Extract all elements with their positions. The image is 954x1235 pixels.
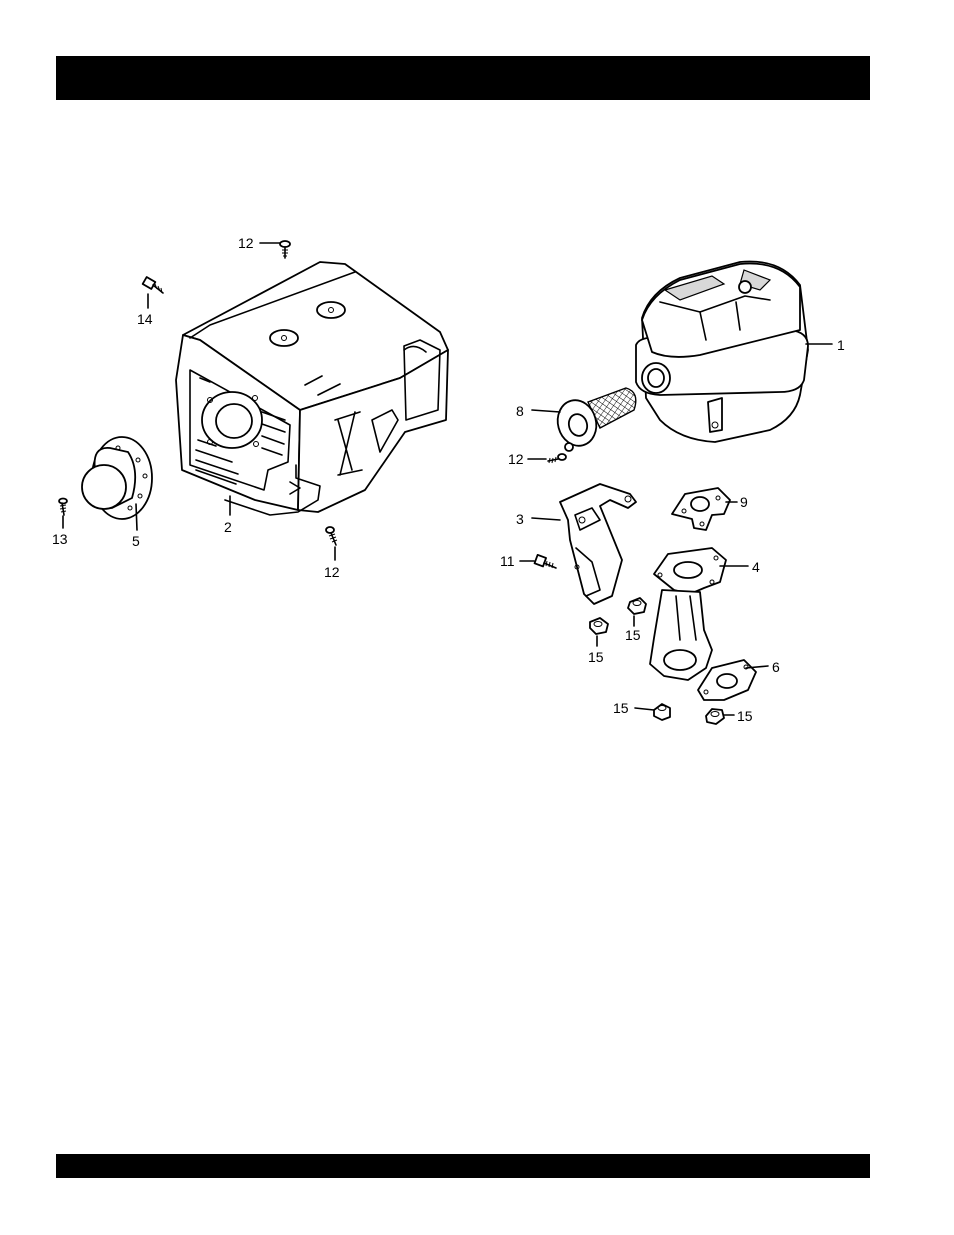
nut-15-c-part bbox=[654, 704, 670, 720]
nut-15-d-part bbox=[706, 709, 724, 724]
screw-12-bottom-part bbox=[326, 527, 337, 545]
bracket-part bbox=[560, 484, 636, 604]
muffler-protector-part bbox=[176, 262, 448, 515]
callout-15-a: 15 bbox=[588, 649, 604, 665]
callout-11: 11 bbox=[500, 553, 515, 569]
bolt-14-part bbox=[143, 277, 163, 293]
callout-1: 1 bbox=[837, 337, 845, 353]
callout-3: 3 bbox=[516, 511, 524, 527]
screw-12-top-part bbox=[280, 241, 290, 258]
exhaust-joint-part bbox=[650, 548, 726, 680]
callout-15-b: 15 bbox=[625, 627, 641, 643]
tail-cap-part bbox=[82, 437, 152, 519]
nut-15-b-part bbox=[628, 598, 646, 614]
callout-12-top: 12 bbox=[238, 235, 254, 251]
callout-13: 13 bbox=[52, 531, 68, 547]
callout-6: 6 bbox=[772, 659, 780, 675]
bolt-11-part bbox=[535, 555, 556, 568]
screw-12-right-part bbox=[548, 454, 566, 463]
callout-8: 8 bbox=[516, 403, 524, 419]
muffler-part bbox=[636, 261, 808, 442]
callout-9: 9 bbox=[740, 494, 748, 510]
gasket-9-part bbox=[672, 488, 730, 530]
callout-15-c: 15 bbox=[613, 700, 629, 716]
callout-12-right: 12 bbox=[508, 451, 524, 467]
screw-13-part bbox=[59, 499, 67, 516]
callout-14: 14 bbox=[137, 311, 153, 327]
callout-5: 5 bbox=[132, 533, 140, 549]
callout-4: 4 bbox=[752, 559, 760, 575]
spark-arrester-part bbox=[553, 388, 636, 451]
callout-12-bottom: 12 bbox=[324, 564, 340, 580]
callout-2: 2 bbox=[224, 519, 232, 535]
nut-15-a-part bbox=[590, 618, 608, 634]
callout-15-d: 15 bbox=[737, 708, 753, 724]
